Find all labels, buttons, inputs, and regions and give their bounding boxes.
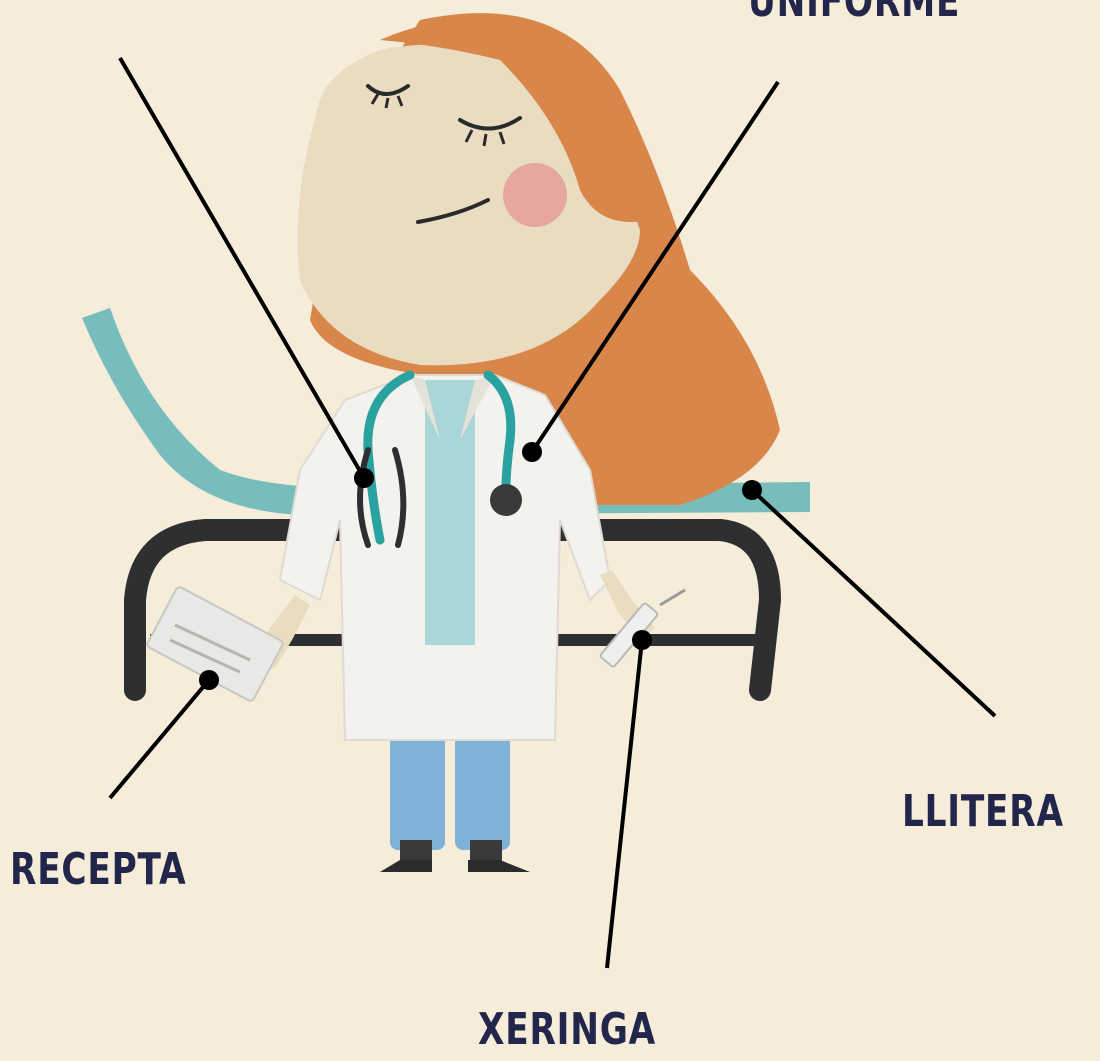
leader-dot-recepta [199, 670, 219, 690]
lab-coat [280, 375, 610, 740]
label-recepta: RECEPTA [10, 848, 186, 892]
leader-dot-stethoscope [354, 468, 374, 488]
leader-dot-xeringa [632, 630, 652, 650]
label-llitera: LLITERA [902, 790, 1064, 834]
cheek [503, 163, 567, 227]
label-xeringa: XERINGA [478, 1008, 656, 1052]
label-uniforme: UNIFORME [748, 0, 960, 24]
leader-dot-uniforme [522, 442, 542, 462]
leader-dot-llitera [742, 480, 762, 500]
leader-line-llitera [752, 490, 995, 716]
leader-line-recepta [110, 680, 209, 798]
leader-line-xeringa [607, 640, 642, 968]
